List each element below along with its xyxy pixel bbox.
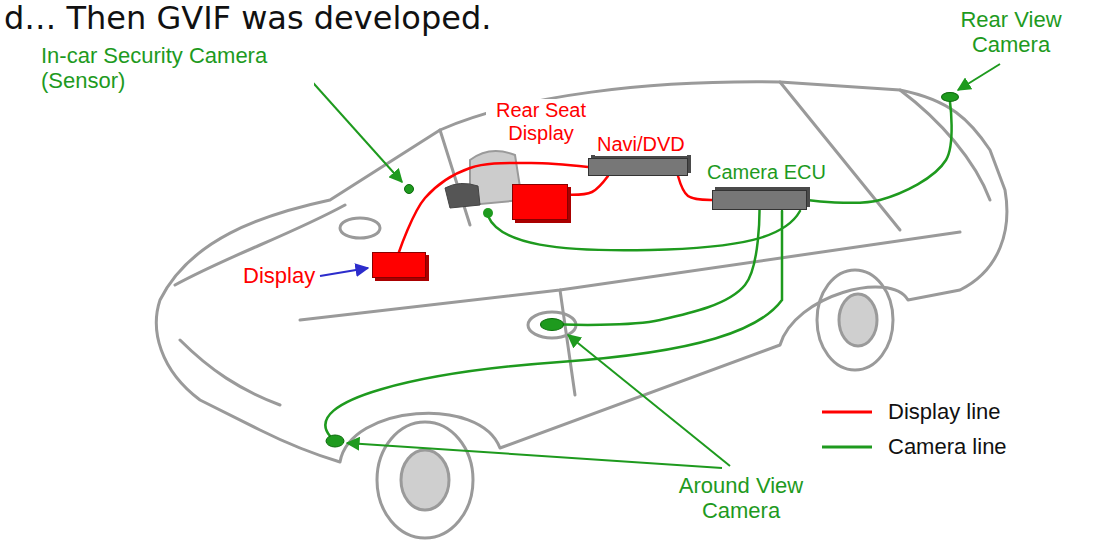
unit-box: Navi/DVD [588,158,688,176]
leader-arrow [958,64,1000,90]
camera-line [564,210,760,325]
unit-box: Camera ECU [712,190,807,210]
front-bumper-line [180,340,280,405]
rear-wheel [817,270,893,370]
steering-wheel [340,218,380,238]
camera-dot [483,208,493,218]
node-label: Around View Camera [666,473,816,524]
display-line [399,163,588,252]
page-title: d… Then GVIF was developed. [4,0,491,37]
car-body-outline [156,82,1006,462]
node-label: In-car Security Camera (Sensor) [39,43,314,94]
windshield-pillar [440,130,470,225]
display-box: Display [372,252,426,278]
camera-wire [325,211,782,436]
seat-headrest [445,183,480,208]
leader-arrow [568,335,730,466]
legend-line-sample [822,446,872,449]
front-wheel [377,422,473,538]
node-label: Rear Seat Display [486,99,596,145]
camera-dot [326,435,344,447]
node-label: Rear View Camera [956,7,1066,58]
leader-arrow [347,443,722,468]
camera-dot: In-car Security Camera (Sensor) [404,184,414,194]
display-line [568,176,608,195]
camera-dot: Around View Camera [540,318,564,331]
trunk-line [900,90,990,200]
camera-line [807,102,952,203]
node-label: Navi/DVD [595,133,687,156]
node-label: Display [241,263,317,288]
node-label: Camera ECU [705,161,828,184]
front-wheel-hub [401,450,449,510]
door-line [560,290,575,395]
rear-wheel-hub [839,294,877,346]
legend-line-sample [822,411,872,414]
legend-text: Display line [886,399,1003,424]
camera-dot: Rear View Camera [941,92,959,102]
display-box: Rear Seat Display [512,184,568,220]
leader-arrow [320,268,368,276]
car-body [156,82,1006,538]
legend-text: Camera line [886,434,1009,459]
camera-wires [325,211,800,436]
